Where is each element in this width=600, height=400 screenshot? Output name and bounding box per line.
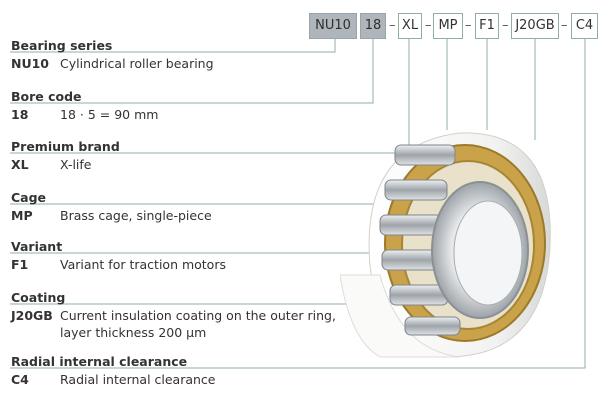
leader-line-clearance [10, 39, 586, 369]
section-code-bore: 18 [11, 107, 29, 122]
separator-dash: – [389, 18, 396, 33]
rollers [379, 144, 461, 336]
section-code-variant: F1 [11, 257, 29, 272]
section-code-premium: XL [11, 157, 29, 172]
separator-dash: – [502, 18, 509, 33]
section-desc-cage: Brass cage, single-piece [60, 208, 212, 223]
code-box-premium: XL [398, 13, 422, 39]
separator-dash: – [561, 18, 568, 33]
bearing-illustration [340, 132, 551, 358]
section-code-cage: MP [11, 208, 33, 223]
code-box-variant: F1 [475, 13, 499, 39]
section-desc-premium: X-life [60, 157, 92, 172]
section-desc-series: Cylindrical roller bearing [60, 56, 214, 71]
section-code-clearance: C4 [11, 372, 29, 387]
section-desc-variant: Variant for traction motors [60, 257, 226, 272]
section-title-variant: Variant [11, 239, 63, 254]
section-desc-coating-line2: layer thickness 200 µm [60, 325, 207, 340]
section-desc-coating: Current insulation coating on the outer … [60, 308, 336, 323]
code-box-clearance: C4 [571, 13, 598, 39]
section-title-premium: Premium brand [11, 139, 120, 154]
section-code-coating: J20GB [11, 308, 53, 323]
section-title-bore: Bore code [11, 89, 82, 104]
code-box-bore: 18 [360, 13, 386, 39]
bore [453, 200, 523, 306]
section-title-cage: Cage [11, 190, 47, 205]
leader-line-bore [10, 39, 374, 104]
section-desc-clearance: Radial internal clearance [60, 372, 216, 387]
separator-dash: – [465, 18, 472, 33]
separator-dash: – [425, 18, 432, 33]
section-desc-bore: 18 · 5 = 90 mm [60, 107, 159, 122]
section-title-coating: Coating [11, 290, 66, 305]
section-code-series: NU10 [11, 56, 50, 71]
code-box-cage: MP [433, 13, 463, 39]
leader-line-series [10, 39, 336, 53]
code-box-coating: J20GB [511, 13, 559, 39]
section-title-clearance: Radial internal clearance [11, 354, 188, 369]
section-title-series: Bearing series [11, 38, 113, 53]
outer-ring-front [340, 274, 461, 358]
code-box-series: NU10 [309, 13, 357, 39]
